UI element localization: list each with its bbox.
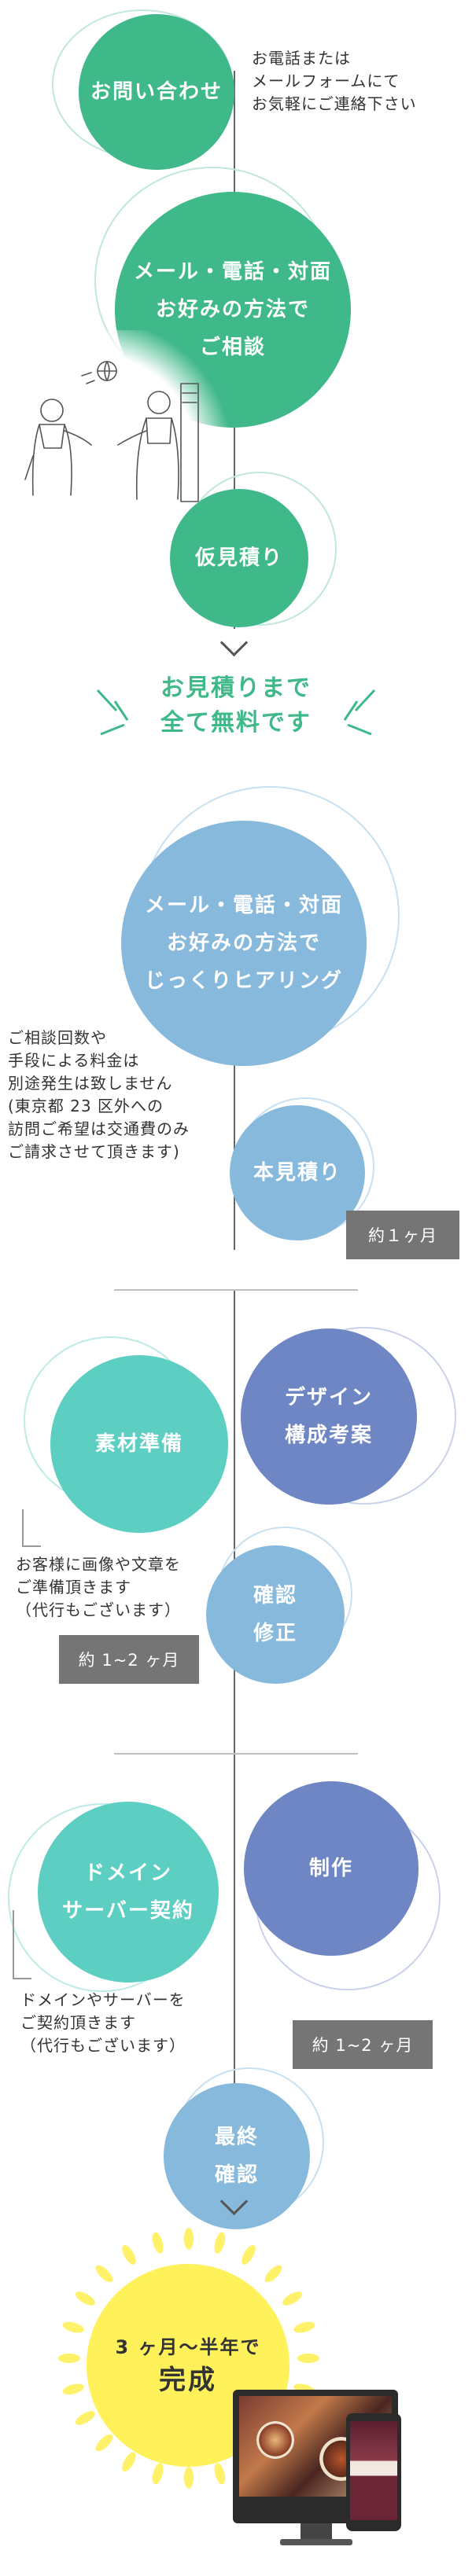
free-notice: お見積りまで 全て無料です [118,671,354,740]
sun-ray [58,2354,80,2363]
materials-bracket [22,1509,41,1547]
tablet-screen [350,2421,397,2520]
review-line: 修正 [253,1622,297,1645]
design-line: 構成考案 [284,1424,373,1447]
design-line: デザイン [284,1386,373,1409]
final-estimate-label: 本見積り [253,1161,341,1185]
sun-ray [152,2463,164,2485]
duration-text: 約 1~2 ヶ月 [78,1651,180,1670]
final-estimate-circle: 本見積り [230,1105,365,1240]
inquiry-note-line: お気軽にご連絡下さい [252,94,417,113]
sun-ray [75,2411,95,2425]
domain-note: ドメインやサーバーを ご契約頂きます （代行もございます） [20,1989,186,2057]
domain-line: サーバー契約 [62,1899,194,1923]
domain-note-line: ドメインやサーバーを [20,1990,186,2009]
sun-ray [282,2291,303,2306]
timeline-line-2 [234,975,235,1250]
monitor-screen-plate-1 [256,2421,294,2459]
free-notice-line: 全て無料です [160,709,312,737]
sparkle-lines-left [96,689,129,736]
sun-ray [264,2265,282,2283]
materials-note-line: ご準備頂きます [16,1578,131,1597]
hearing-circle: メール・電話・対面 お好みの方法で じっくりヒアリング [121,821,367,1066]
hearing-line: メール・電話・対面 [144,894,343,917]
hearing-note-line: 別途発生は致しません [8,1074,173,1093]
hearing-note-line: ご相談回数や [8,1028,107,1047]
inquiry-circle: お問い合わせ [79,14,234,170]
production-circle: 制作 [244,1781,419,1956]
timeline-line-4 [234,1753,235,2193]
hearing-line: じっくりヒアリング [144,969,343,993]
review-line: 確認 [253,1584,297,1608]
consult-line: お好みの方法で [155,298,310,322]
hearing-note-line: ご請求させて頂きます) [8,1142,180,1161]
sun-ray [184,2467,194,2489]
sun-ray [214,2232,226,2254]
domain-line: ドメイン [83,1861,172,1885]
final-check-line: 確認 [214,2163,259,2187]
sun-ray [242,2244,256,2265]
consult-fade [94,330,228,456]
inquiry-note: お電話または メールフォームにて お気軽にご連絡下さい [252,47,417,116]
hearing-note-line: 手段による料金は [8,1051,140,1070]
arrow-down-icon [219,628,249,657]
sun-ray [184,2228,194,2250]
monitor-stand [301,2523,332,2541]
duration-badge-2: 約 1~2 ヶ月 [59,1635,199,1684]
sun-ray [214,2463,226,2485]
materials-circle: 素材準備 [50,1355,228,1533]
final-check-circle: 最終 確認 [164,2083,310,2229]
divider-2 [114,1753,358,1755]
duration-badge-3: 約 1~2 ヶ月 [293,2020,433,2069]
duration-text: 約１ヶ月 [368,1226,437,1245]
materials-note-line: お客様に画像や文章を [16,1555,181,1574]
domain-bracket [13,1910,31,1979]
prelim-estimate-circle: 仮見積り [170,489,308,627]
tablet-device [346,2413,401,2531]
consult-line: メール・電話・対面 [133,260,332,284]
sun-ray [122,2452,136,2472]
domain-note-line: ご契約頂きます [20,2013,136,2032]
duration-text: 約 1~2 ヶ月 [312,2036,414,2055]
sun-ray [95,2265,113,2283]
sun-ray [293,2321,315,2333]
complete-bottom-text: 完成 [159,2365,217,2396]
business-people-illustration [24,361,199,502]
sun-ray [75,2291,95,2306]
divider-1 [114,1289,358,1291]
inquiry-label: お問い合わせ [90,80,223,104]
complete-top-text: 3 ヶ月〜半年で [115,2336,261,2358]
domain-circle: ドメイン サーバー契約 [38,1802,219,1983]
materials-label: 素材準備 [94,1432,183,1456]
sun-ray [95,2434,113,2452]
sun-ray [152,2232,164,2254]
inquiry-note-line: お電話または [252,49,351,68]
inquiry-note-line: メールフォームにて [252,72,400,90]
sun-ray [62,2321,84,2333]
production-label: 制作 [308,1857,353,1880]
hearing-note-line: (東京都 23 区外への [8,1097,164,1115]
review-circle: 確認 修正 [206,1545,345,1684]
sun-ray [297,2354,319,2363]
prelim-estimate-label: 仮見積り [194,546,283,570]
monitor-base [280,2539,352,2545]
hearing-line: お好みの方法で [166,932,321,955]
sun-ray [122,2244,136,2265]
sun-ray [62,2383,84,2395]
timeline-line-3 [234,1289,235,1753]
domain-note-line: （代行もございます） [20,2036,186,2055]
free-notice-line: お見積りまで [160,674,312,702]
sparkle-lines-right [343,689,376,736]
duration-badge-1: 約１ヶ月 [346,1211,459,1259]
materials-note: お客様に画像や文章を ご準備頂きます （代行もございます） [16,1553,181,1622]
materials-note-line: （代行もございます） [16,1600,181,1619]
final-check-line: 最終 [214,2126,259,2149]
hearing-note-line: 訪問ご希望は交通費のみ [8,1119,190,1138]
design-circle: デザイン 構成考案 [241,1328,417,1505]
hearing-note: ご相談回数や 手段による料金は 別途発生は致しません (東京都 23 区外への … [8,1027,190,1163]
